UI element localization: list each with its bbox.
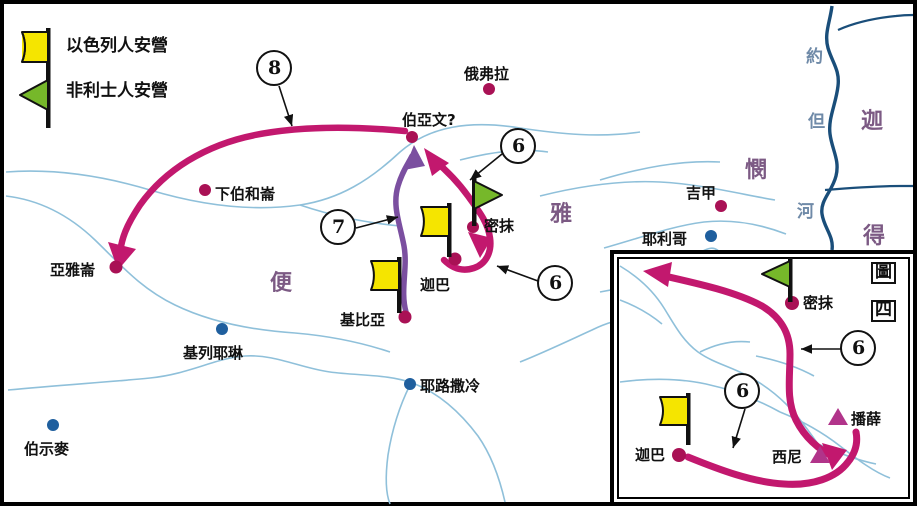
callout-number-6-upper: 6 xyxy=(512,135,526,157)
place-label-kiriath-jearim: 基列耶琳 xyxy=(183,344,244,362)
inset-place-label-geba: 迦巴 xyxy=(635,446,666,464)
place-label-ophrah: 俄弗拉 xyxy=(464,65,510,83)
callout-number-7: 7 xyxy=(332,216,346,238)
place-label-geba: 迦巴 xyxy=(420,276,451,294)
route-7-arrowhead xyxy=(404,145,425,170)
route-6-arrowhead-main xyxy=(424,148,449,176)
place-label-aijalon: 亞雅崙 xyxy=(50,261,96,279)
territory-boundaries xyxy=(824,13,914,192)
place-label-gilgal: 吉甲 xyxy=(686,184,717,202)
inset-route-6-lower xyxy=(684,428,861,488)
inset-callout-circles xyxy=(724,330,876,409)
city-dot-magenta xyxy=(715,200,727,212)
region-label-benjamin-1: 便 xyxy=(270,271,293,296)
city-dot-magenta xyxy=(483,83,495,95)
cliff-triangle xyxy=(810,446,830,463)
city-dot-blue xyxy=(404,378,416,390)
figure-label-character: 圖 xyxy=(871,262,896,284)
inset-frame xyxy=(610,250,917,506)
inset-callout-leaders xyxy=(731,344,841,449)
callout-number-8: 8 xyxy=(268,57,282,79)
city-dot-magenta xyxy=(448,252,462,266)
inset-inner-border xyxy=(617,257,910,499)
place-label-lower-beth-horon: 下伯和崙 xyxy=(215,185,276,203)
inset-route-6-arrowhead-lower xyxy=(822,443,847,470)
river-label-jordan-3: 河 xyxy=(797,202,814,222)
city-dot-blue xyxy=(216,323,228,335)
inset-callout-number-6-upper: 6 xyxy=(852,337,866,359)
place-label-gibeah: 基比亞 xyxy=(340,311,386,329)
city-dot-magenta xyxy=(109,260,123,274)
place-label-beth-aven: 伯亞文? xyxy=(402,111,456,129)
inset-city-markers xyxy=(672,296,848,463)
legend-flag-philistine xyxy=(19,76,51,128)
city-dot-magenta xyxy=(398,310,412,324)
river-label-jordan-1: 約 xyxy=(806,47,823,67)
callout-circles-main xyxy=(256,50,573,301)
inset-route-6-upper xyxy=(656,271,840,462)
inset-stream-network xyxy=(619,265,891,479)
city-dot-magenta xyxy=(672,448,686,462)
inset-place-label-bozez: 播薛 xyxy=(851,410,882,428)
jordan-river xyxy=(820,5,841,251)
legend-flag-israel xyxy=(21,28,51,84)
inset-flag-philistine-michmash xyxy=(761,258,793,302)
route-6-arrowhead-loop xyxy=(468,232,492,258)
inset-callout-number-6-lower: 6 xyxy=(736,380,750,402)
map-flag-israel-gibeah xyxy=(370,257,402,313)
city-dot-magenta xyxy=(199,184,211,196)
city-dot-blue xyxy=(705,230,717,242)
route-8-arrowhead xyxy=(108,242,136,270)
region-label-benjamin-2: 雅 xyxy=(550,202,573,227)
place-label-jericho: 耶利哥 xyxy=(642,230,688,248)
place-label-jerusalem: 耶路撒冷 xyxy=(420,377,481,395)
city-dot-blue xyxy=(47,419,59,431)
city-dot-magenta xyxy=(406,131,418,143)
inset-route-6-arrowhead-upper xyxy=(643,262,672,287)
inset-flag-israel-gaba xyxy=(659,393,691,445)
figure-number-character: 四 xyxy=(871,300,896,322)
legend-label-israel: 以色列人安營 xyxy=(66,36,168,56)
callout-number-6-lower: 6 xyxy=(549,272,563,294)
place-label-michmash: 密抹 xyxy=(484,217,515,235)
region-label-gad-2: 得 xyxy=(863,224,886,249)
legend-label-philistine: 非利士人安營 xyxy=(66,81,168,101)
inset-place-label-michmash: 密抹 xyxy=(803,294,834,312)
place-label-beth-shemesh: 伯示麥 xyxy=(24,440,70,458)
route-8-path xyxy=(116,124,409,256)
river-label-jordan-2: 但 xyxy=(808,112,825,132)
region-label-gad: 迦 xyxy=(861,109,884,134)
callout-leaders-main xyxy=(278,85,539,282)
map-flag-philistine-michmash xyxy=(472,178,503,226)
map-flag-israel-gaba xyxy=(420,203,452,257)
inset-place-label-seneh: 西尼 xyxy=(772,448,803,466)
region-label-benjamin-3: 憫 xyxy=(745,158,768,183)
cliff-triangle xyxy=(828,408,848,425)
